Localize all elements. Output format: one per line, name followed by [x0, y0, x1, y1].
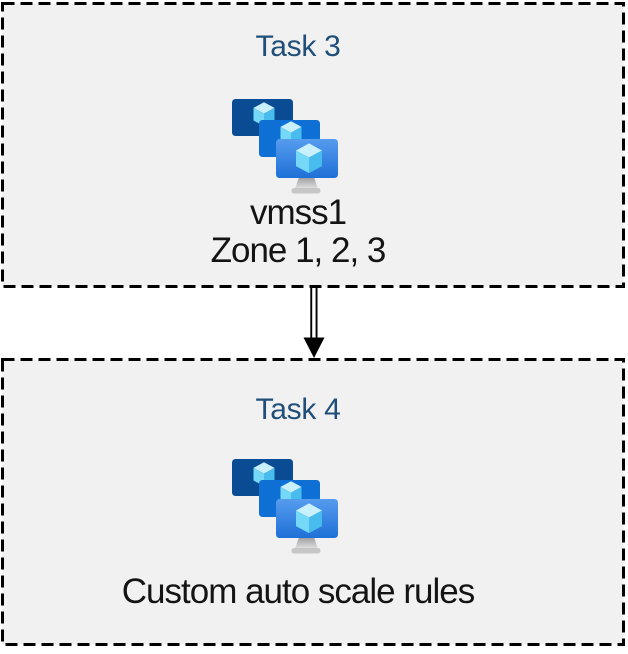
down-arrow-connector [303, 287, 325, 358]
vm-scale-sets-icon [232, 99, 338, 194]
vmss-caption: vmss1 Zone 1, 2, 3 [0, 194, 596, 270]
vm-scale-sets-icon [232, 459, 338, 554]
task4-title: Task 4 [255, 393, 341, 426]
vmss-name-label: vmss1 [249, 193, 347, 232]
task3-title: Task 3 [255, 30, 341, 63]
autoscale-rules-label: Custom auto scale rules [121, 572, 475, 611]
zone-label: Zone 1, 2, 3 [210, 231, 387, 270]
